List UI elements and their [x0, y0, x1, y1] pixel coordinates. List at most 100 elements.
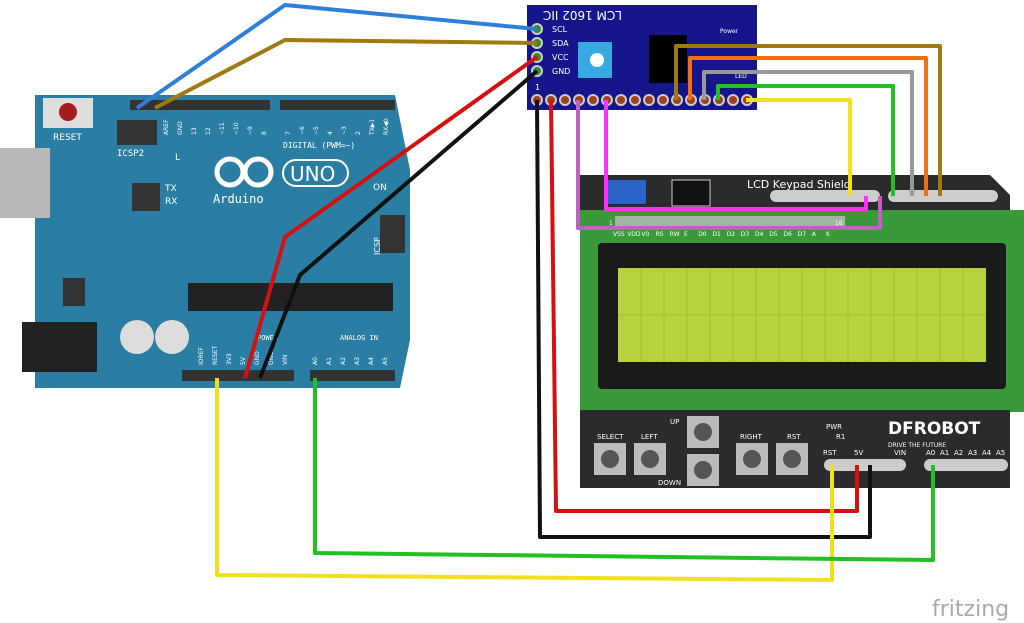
led-on-label: ON [373, 183, 387, 193]
rst-label: RST [787, 433, 801, 441]
pin-8: 8 [261, 131, 268, 135]
i2c-power-label: Power [720, 28, 739, 35]
pin-12: 12 [205, 127, 212, 135]
analog-header [310, 370, 395, 381]
lcd-pin-last: 16 [835, 220, 843, 227]
shield-title: LCD Keypad Shield [747, 178, 851, 191]
pin-5v: 5V [240, 356, 247, 365]
lcd-pin-label: V0 [641, 231, 649, 238]
pin-9: ~9 [247, 126, 254, 135]
header-a3-label: A3 [968, 449, 977, 457]
i2c-lcd-pin [643, 94, 655, 106]
shield-header-2 [888, 190, 998, 202]
digital-header-right [280, 100, 395, 110]
wire-lcd-gnd[interactable] [535, 99, 872, 539]
i2c-pin-gnd-label: GND [552, 67, 570, 76]
r1-label: R1 [836, 433, 845, 441]
i2c-lcd-pin [615, 94, 627, 106]
header-a4-label: A4 [982, 449, 992, 457]
digital-label: DIGITAL (PWM=~) [283, 141, 355, 150]
i2c-lcd-pin [727, 94, 739, 106]
wire-vcc[interactable] [243, 55, 539, 379]
select-label: SELECT [597, 433, 624, 441]
wire-a0[interactable] [313, 378, 935, 562]
digital-header-left [130, 100, 270, 110]
wire-magenta[interactable] [604, 100, 868, 211]
pin-7: 7 [285, 131, 292, 135]
i2c-pin-vcc-label: VCC [552, 53, 569, 62]
pin-a0: A0 [312, 357, 319, 365]
i2c-led-label: LED [735, 73, 747, 80]
wire-reset[interactable] [215, 378, 834, 582]
i2c-lcd-pin [629, 94, 641, 106]
pin-aref: AREF [163, 119, 170, 135]
pin-rx0: RX◀0 [383, 118, 390, 135]
power-header [182, 370, 294, 381]
lcd-pin-label: RW [670, 231, 680, 238]
lcd-pin-label: VDD [627, 231, 641, 238]
pin-a2: A2 [340, 357, 347, 365]
wire-orange[interactable] [688, 56, 928, 196]
pin-a1: A1 [326, 357, 333, 365]
pin-gnd-2: GND [268, 351, 275, 365]
pin-tx1: TX▶1 [369, 119, 376, 136]
wire-green-top[interactable] [716, 84, 895, 196]
wire-scl[interactable] [135, 3, 538, 110]
header-vin-label: VIN [894, 449, 906, 457]
wire-gnd[interactable] [258, 69, 539, 379]
lcd-pin-label: D5 [769, 231, 778, 238]
pin-gnd-top: GND [177, 121, 184, 135]
led-tx-label: TX [164, 184, 177, 194]
header-a0-label: A0 [926, 449, 935, 457]
pwr-label: PWR [826, 423, 842, 431]
lcd-pin-label: VSS [613, 231, 625, 238]
i2c-lcd-pin [657, 94, 669, 106]
wire-brown[interactable] [674, 44, 942, 196]
lcd-pin-row [615, 216, 845, 226]
left-label: LEFT [641, 433, 658, 441]
pin-2: 2 [355, 131, 362, 135]
shield-analog-header [924, 459, 1008, 471]
pin-10: ~10 [233, 122, 240, 135]
arduino-brand: Arduino [213, 192, 264, 206]
pin-gnd-1: GND [254, 351, 261, 365]
wires [135, 3, 942, 582]
i2c-lcd-pin [559, 94, 571, 106]
shield-header-1 [770, 190, 880, 202]
i2c-pin1-label: 1 [535, 83, 540, 92]
lcd-pin-label: D0 [698, 231, 707, 238]
wire-sda[interactable] [154, 38, 538, 110]
lcd-pin-label: D7 [798, 231, 807, 238]
i2c-pin-sda-label: SDA [552, 39, 569, 48]
pin-13: 13 [191, 127, 198, 135]
fritzing-watermark: fritzing [932, 597, 1009, 622]
pin-a5: A5 [382, 357, 389, 365]
contrast-potentiometer[interactable] [606, 180, 646, 204]
wire-purple[interactable] [576, 100, 882, 230]
power-label: POWER [257, 334, 279, 342]
down-label: DOWN [658, 479, 681, 487]
wire-lcd-5v[interactable] [549, 99, 859, 513]
arduino-logo-icon [214, 156, 274, 188]
led-rx-label: RX [165, 197, 177, 207]
pin-6: ~6 [299, 126, 306, 135]
lcd-pin-label: D6 [783, 231, 792, 238]
header-a5-label: A5 [996, 449, 1005, 457]
pin-4: 4 [327, 131, 334, 135]
lcd-pin-label: E [684, 231, 688, 238]
shield-power-header [824, 459, 906, 471]
pin-reset: RESET [212, 345, 219, 365]
lcd-pin-label: D1 [712, 231, 721, 238]
i2c-lcd-pin [587, 94, 599, 106]
header-rst-label: RST [823, 449, 837, 457]
right-label: RIGHT [740, 433, 763, 441]
wire-gray[interactable] [702, 70, 914, 196]
up-label: UP [670, 418, 679, 426]
i2c-pin-scl-label: SCL [552, 25, 568, 34]
arduino-uno-board: RESET ICSP2 DIGITAL (PWM=~) L TX RX ON U… [0, 95, 410, 388]
wire-yellow-top[interactable] [746, 98, 852, 196]
lcd-pin-first: 1 [609, 220, 613, 227]
icsp-label: ICSP [373, 237, 382, 255]
